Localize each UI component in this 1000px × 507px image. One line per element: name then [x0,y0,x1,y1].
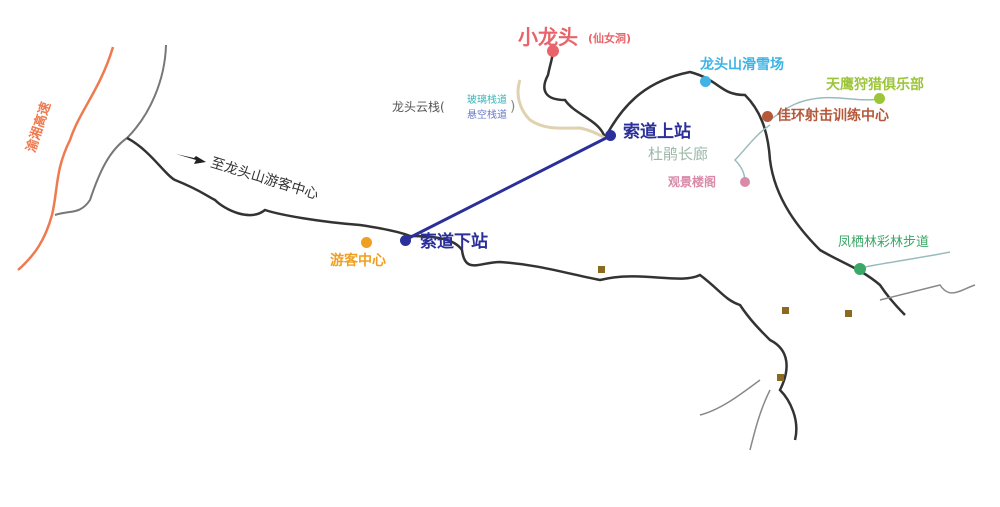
forest-trail-marker[interactable] [854,263,866,275]
upper-station-marker[interactable] [605,130,616,141]
xiaolongtou-marker[interactable] [547,45,559,57]
glass-plank-label[interactable]: 玻璃栈道 [467,95,507,106]
hanging-plank-label[interactable]: 悬空栈道 [467,110,507,121]
view-pavilion-label[interactable]: 观景楼阁 [668,175,717,189]
direction-arrow-icon [176,154,206,164]
branch-road [54,44,167,216]
highway-line [17,46,115,271]
xiannvdong-label: (仙女洞) [588,32,632,45]
side-trail [699,284,976,451]
bracket-close: ) [510,99,516,115]
upper-station-label[interactable]: 索道上站 [623,122,691,142]
shooting-center-marker[interactable] [762,111,773,122]
plank-road [516,79,606,140]
view-pavilion-marker[interactable] [740,177,750,187]
hunting-club-label[interactable]: 天鹰狩猎俱乐部 [826,77,924,93]
visitor-center-label[interactable]: 游客中心 [330,253,386,269]
info-icon[interactable] [361,237,372,248]
viewpoint-marker [777,374,784,381]
hunting-club-marker[interactable] [874,93,885,104]
viewpoint-marker [782,307,789,314]
longtou-yunzhan-label[interactable]: 龙头云栈( [392,100,445,114]
forest-trail-label[interactable]: 凤栖林彩林步道 [838,235,930,250]
azalea-corridor-label[interactable]: 杜鹃长廊 [648,145,709,163]
ski-resort-marker[interactable] [700,76,711,87]
xiaolongtou-label[interactable]: 小龙头 [518,25,578,49]
lower-station-label[interactable]: 索道下站 [420,232,488,252]
ski-resort-label[interactable]: 龙头山滑雪场 [700,57,784,73]
shooting-center-label[interactable]: 佳环射击训练中心 [777,108,889,124]
lower-station-marker[interactable] [400,235,411,246]
mountain-road [543,51,906,316]
viewpoint-marker [845,310,852,317]
cableway-line [404,133,613,242]
main-road [126,136,798,441]
viewpoint-marker [598,266,605,273]
